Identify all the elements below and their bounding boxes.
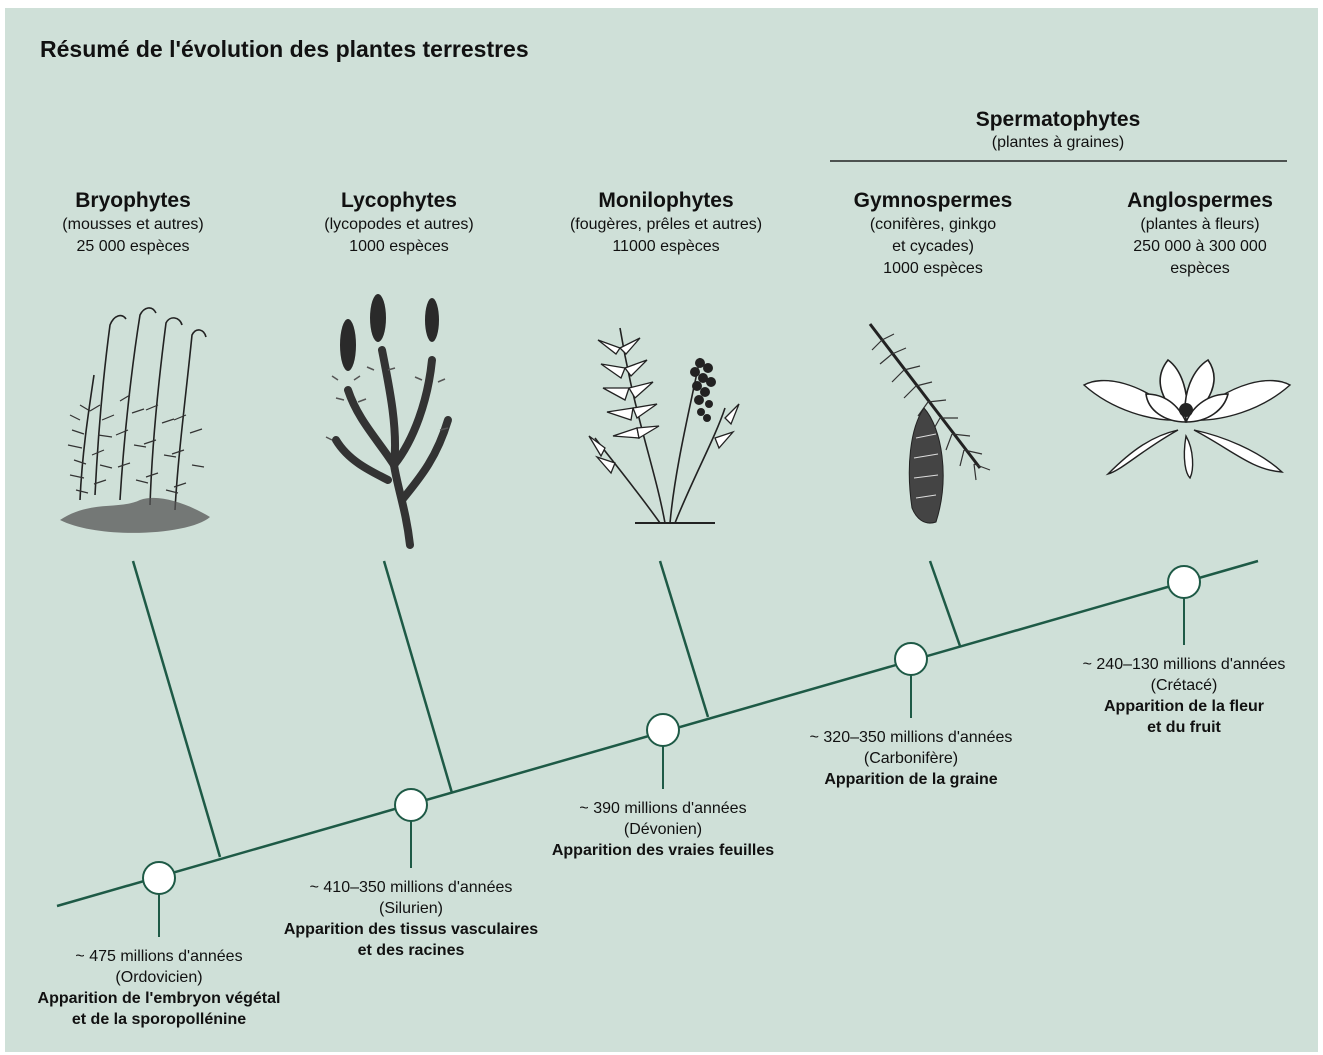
node-event-3 <box>647 714 679 746</box>
node-event-5 <box>1168 566 1200 598</box>
event-period: (Ordovicien) <box>38 967 281 988</box>
event-time: ~ 410–350 millions d'années <box>284 877 538 898</box>
event-period: (Carbonifère) <box>810 748 1013 769</box>
event-description: Apparition des vraies feuilles <box>552 840 774 861</box>
event-description-2: et des racines <box>284 940 538 961</box>
event-description-2: et du fruit <box>1083 717 1286 738</box>
branch-lycophytes <box>384 561 452 793</box>
branch-lines <box>133 561 960 857</box>
event-description: Apparition de la fleur <box>1083 696 1286 717</box>
event-description: Apparition de la graine <box>810 769 1013 790</box>
node-event-1 <box>143 862 175 894</box>
event-label-4: ~ 320–350 millions d'années (Carbonifère… <box>810 727 1013 790</box>
event-description: Apparition des tissus vasculaires <box>284 919 538 940</box>
branch-bryophytes <box>133 561 220 857</box>
event-label-5: ~ 240–130 millions d'années (Crétacé) Ap… <box>1083 654 1286 738</box>
event-label-3: ~ 390 millions d'années (Dévonien) Appar… <box>552 798 774 861</box>
event-description-2: et de la sporopollénine <box>38 1009 281 1030</box>
event-period: (Silurien) <box>284 898 538 919</box>
node-event-4 <box>895 643 927 675</box>
branch-gymnospermes <box>930 561 960 646</box>
event-label-2: ~ 410–350 millions d'années (Silurien) A… <box>284 877 538 961</box>
event-time: ~ 320–350 millions d'années <box>810 727 1013 748</box>
node-event-2 <box>395 789 427 821</box>
event-time: ~ 475 millions d'années <box>38 946 281 967</box>
event-time: ~ 240–130 millions d'années <box>1083 654 1286 675</box>
event-description: Apparition de l'embryon végétal <box>38 988 281 1009</box>
event-time: ~ 390 millions d'années <box>552 798 774 819</box>
event-label-1: ~ 475 millions d'années (Ordovicien) App… <box>38 946 281 1030</box>
event-period: (Crétacé) <box>1083 675 1286 696</box>
event-period: (Dévonien) <box>552 819 774 840</box>
branch-monilophytes <box>660 561 708 717</box>
